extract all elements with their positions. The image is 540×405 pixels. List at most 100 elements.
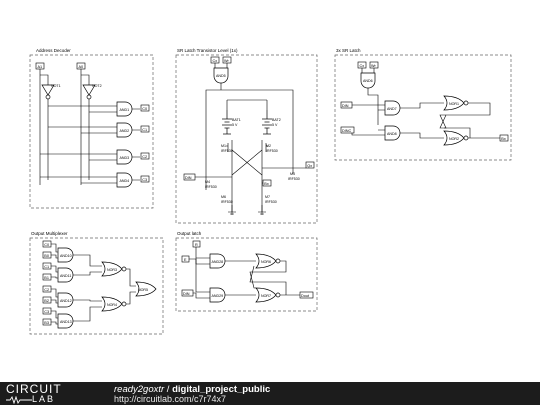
svg-text:AND11: AND11 (60, 274, 71, 278)
svg-text:5 V: 5 V (232, 123, 238, 127)
svg-text:NOR2: NOR2 (449, 137, 459, 141)
sr-input-cx[interactable]: Cx (210, 56, 220, 64)
svg-text:IRF530: IRF530 (205, 185, 217, 189)
svg-text:AND5: AND5 (216, 74, 226, 78)
svg-text:C1: C1 (44, 265, 49, 269)
svg-text:C2: C2 (44, 288, 49, 292)
project-name[interactable]: digital_project_public (172, 384, 271, 395)
output-multiplexer-block: Output Multiplexer C0 B0 C1 B1 C2 B2 C3 … (29, 231, 164, 335)
svg-text:NOR5: NOR5 (138, 288, 148, 292)
svg-text:AND6: AND6 (363, 79, 373, 83)
svg-text:E: E (184, 258, 187, 262)
latch-input-din[interactable]: DIN (181, 289, 194, 297)
latch-input-wr[interactable]: Wr (369, 61, 379, 69)
sr-latch-title: 3x SR Latch (336, 48, 361, 53)
sr-latch-transistor-block: SR Latch Transistor Level (1x) Cx Wr AND… (175, 48, 318, 224)
svg-text:AND1: AND1 (120, 108, 130, 112)
svg-text:5 V: 5 V (272, 123, 278, 127)
sr-latch-frame (334, 54, 512, 161)
output-pin-c1[interactable]: C1 (140, 125, 150, 133)
waveform-icon (6, 396, 32, 404)
svg-text:Cx: Cx (360, 64, 365, 68)
svg-text:M2: M2 (266, 144, 271, 148)
svg-text:IRF530: IRF530 (265, 200, 277, 204)
transistor-m2 (265, 143, 268, 152)
output-multiplexer-title: Output Multiplexer (31, 231, 68, 236)
svg-text:NOR6: NOR6 (261, 260, 271, 264)
address-decoder-title: Address Decoder (36, 48, 71, 53)
svg-text:Bx: Bx (264, 182, 269, 186)
svg-text:AND4: AND4 (120, 179, 130, 183)
svg-text:AND3: AND3 (120, 156, 130, 160)
mux-input-c0[interactable]: C0 (42, 240, 52, 248)
latch-input-r[interactable]: R (192, 240, 201, 248)
schematic-canvas: Address Decoder A1 A0 NOT1 NOT2 A (29, 48, 512, 335)
output-pin-c2[interactable]: C2 (140, 152, 150, 160)
latch-input-e[interactable]: E (181, 255, 190, 263)
project-url[interactable]: http://circuitlab.com/c7r74x7 (114, 394, 227, 404)
project-title[interactable]: ready2goxtr / digital_project_public (114, 384, 270, 395)
svg-text:M4: M4 (205, 180, 210, 184)
mux-input-b1[interactable]: B1 (42, 273, 52, 281)
svg-text:R: R (195, 243, 198, 247)
mux-input-c2[interactable]: C2 (42, 285, 52, 293)
sr-latch-transistor-title: SR Latch Transistor Level (1x) (177, 48, 238, 53)
svg-text:AND10: AND10 (60, 254, 72, 258)
sr-bx-pin[interactable]: Bx (262, 179, 272, 187)
svg-text:M1: M1 (221, 144, 226, 148)
sr-input-wr[interactable]: Wr (222, 56, 232, 64)
svg-text:AND8: AND8 (387, 132, 397, 136)
svg-text:IRF530: IRF530 (288, 177, 300, 181)
output-pin-c3[interactable]: C3 (140, 175, 150, 183)
svg-text:C0: C0 (44, 243, 49, 247)
mux-input-b2[interactable]: B2 (42, 296, 52, 304)
latch-input-cx[interactable]: Cx (357, 61, 367, 69)
bat2-battery (262, 110, 272, 135)
sr-qx-pin[interactable]: Qx (305, 161, 315, 169)
svg-text:DINC: DINC (342, 129, 352, 133)
svg-text:B2: B2 (44, 299, 49, 303)
svg-text:M3: M3 (290, 172, 295, 176)
latch-output-dout[interactable]: Dout (299, 291, 314, 299)
svg-text:Dout: Dout (301, 294, 310, 298)
output-latch-frame (175, 237, 318, 312)
svg-text:Qx: Qx (307, 164, 312, 168)
logo-text-bottom: LAB (32, 394, 56, 404)
svg-text:C1: C1 (142, 128, 147, 132)
svg-text:NOR3: NOR3 (107, 268, 117, 272)
svg-text:DIN: DIN (183, 292, 190, 296)
input-pin-a0[interactable]: A0 (76, 62, 86, 70)
svg-text:B0: B0 (44, 254, 49, 258)
latch-bx-pin[interactable]: Bx (499, 134, 509, 142)
output-latch-title: Output latch (177, 231, 202, 236)
sr-din-pin[interactable]: DIN (183, 173, 196, 181)
address-decoder-block: Address Decoder A1 A0 NOT1 NOT2 A (29, 48, 154, 209)
output-pin-c0[interactable]: C0 (140, 104, 150, 112)
svg-text:AND12: AND12 (60, 299, 72, 303)
svg-text:AND2: AND2 (120, 129, 130, 133)
project-owner[interactable]: ready2goxtr (114, 384, 165, 395)
svg-text:AND29: AND29 (212, 294, 224, 298)
svg-text:C2: C2 (142, 155, 147, 159)
latch-din-pin[interactable]: DIN (340, 101, 353, 109)
svg-text:DIN: DIN (342, 104, 349, 108)
svg-text:AND7: AND7 (387, 107, 397, 111)
svg-text:IRF530: IRF530 (221, 200, 233, 204)
mux-input-b0[interactable]: B0 (42, 251, 52, 259)
svg-text:C0: C0 (142, 107, 147, 111)
circuitlab-logo[interactable]: CIRCUIT LAB (6, 383, 96, 405)
input-pin-a1[interactable]: A1 (35, 62, 45, 70)
svg-text:BAT1: BAT1 (232, 118, 241, 122)
mux-input-c1[interactable]: C1 (42, 262, 52, 270)
latch-dinc-pin[interactable]: DINC (340, 126, 355, 134)
svg-text:AND13: AND13 (60, 320, 72, 324)
svg-text:AND28: AND28 (212, 260, 224, 264)
svg-text:NOR7: NOR7 (261, 294, 271, 298)
svg-text:DIN: DIN (185, 176, 192, 180)
mux-input-b3[interactable]: B3 (42, 318, 52, 326)
svg-text:C3: C3 (44, 310, 49, 314)
path-separator: / (164, 384, 173, 395)
mux-input-c3[interactable]: C3 (42, 307, 52, 315)
svg-text:NOT1: NOT1 (51, 84, 61, 88)
sr-latch-block: 3x SR Latch Cx Wr AND6 AND7 AND8 NOR1 NO… (334, 48, 512, 161)
